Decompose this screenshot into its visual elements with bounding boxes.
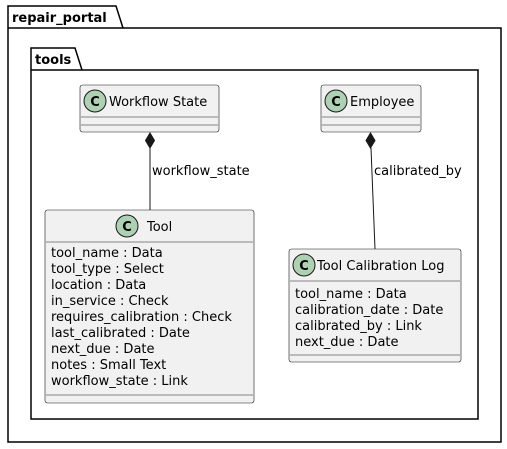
relation-employee-log: calibrated_by	[365, 132, 462, 250]
class-tool-name: Tool	[146, 220, 172, 235]
class-stereotype-icon	[115, 214, 139, 238]
relation-calibrated-by-label: calibrated_by	[374, 164, 462, 179]
package-tools-label: tools	[35, 53, 72, 68]
class-stereotype-letter: C	[122, 220, 132, 235]
class-stereotype-letter: C	[90, 95, 100, 110]
package-repair-portal: repair_portal	[7, 5, 502, 443]
class-tool[interactable]: C Tool tool_name : Data tool_type : Sele…	[44, 209, 255, 404]
class-workflow-state-name: Workflow State	[109, 95, 207, 110]
class-attribute: tool_name : Data	[51, 246, 163, 261]
class-tool-box	[44, 209, 255, 404]
package-repair-portal-label: repair_portal	[12, 11, 107, 26]
class-stereotype-letter: C	[331, 95, 341, 110]
class-attribute: in_service : Check	[51, 294, 169, 309]
class-attribute: requires_calibration : Check	[51, 310, 232, 325]
class-stereotype-letter: C	[299, 259, 309, 274]
class-attribute: tool_type : Select	[51, 262, 164, 277]
class-attribute: location : Data	[51, 278, 146, 293]
class-attribute: last_calibrated : Date	[51, 326, 190, 341]
class-attribute: tool_name : Data	[295, 287, 407, 302]
composition-diamond-icon	[144, 132, 156, 149]
class-employee-name: Employee	[350, 95, 414, 110]
class-attribute: next_due : Date	[295, 335, 399, 350]
class-stereotype-icon	[324, 89, 348, 113]
relation-workflow-state-tool: workflow_state	[144, 132, 250, 210]
class-workflow-state[interactable]: C Workflow State	[79, 84, 220, 133]
package-repair-portal-frame	[7, 5, 502, 443]
class-stereotype-icon	[292, 253, 316, 277]
class-employee[interactable]: C Employee	[320, 84, 422, 133]
class-tool-calibration-log[interactable]: C Tool Calibration Log tool_name : Data …	[288, 248, 462, 363]
package-tools-frame	[30, 47, 479, 420]
class-attribute: calibration_date : Date	[295, 303, 443, 318]
relation-employee-log-line	[370, 147, 376, 250]
class-stereotype-icon	[83, 89, 107, 113]
class-attribute: next_due : Date	[51, 342, 155, 357]
class-attribute: notes : Small Text	[51, 358, 166, 373]
package-tools: tools	[30, 47, 479, 420]
class-tool-calibration-log-box	[288, 248, 462, 363]
class-workflow-state-box	[79, 84, 220, 133]
composition-diamond-icon	[365, 132, 376, 149]
class-attribute: calibrated_by : Link	[295, 319, 422, 334]
relation-workflow-state-label: workflow_state	[152, 164, 250, 179]
class-attribute: workflow_state : Link	[51, 374, 188, 389]
class-tool-calibration-log-name: Tool Calibration Log	[316, 259, 444, 274]
